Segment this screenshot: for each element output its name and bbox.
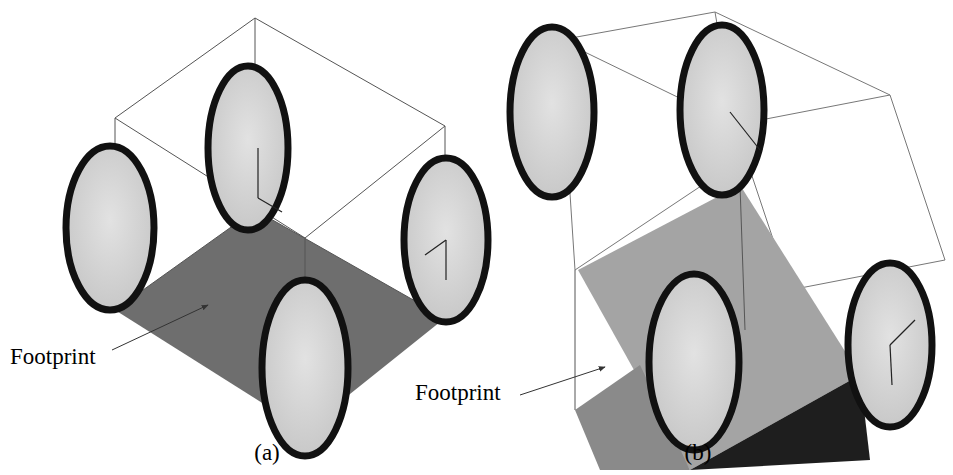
panel-label: (b) xyxy=(685,440,712,465)
panel-label: (a) xyxy=(254,440,280,465)
footprint-label: Footprint xyxy=(415,380,501,405)
leader-line xyxy=(520,367,605,395)
footprint-label: Footprint xyxy=(10,344,96,369)
leader-line xyxy=(112,305,208,350)
cube-b xyxy=(510,12,945,470)
